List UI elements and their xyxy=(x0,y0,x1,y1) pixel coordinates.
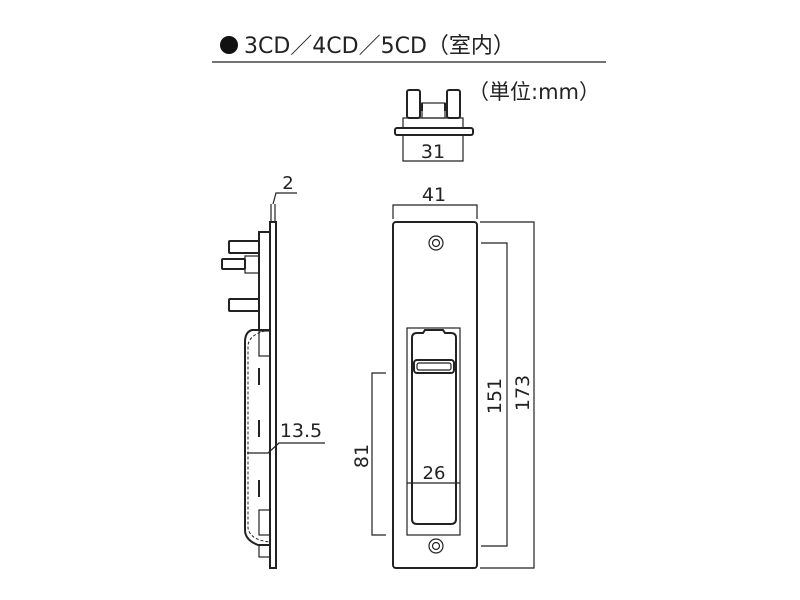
side-view: 2 13.5 xyxy=(221,173,325,569)
top-view: 31 xyxy=(394,89,474,163)
unit-note: （単位:mm） xyxy=(468,80,600,104)
title: 3CD／4CD／5CD（室内） xyxy=(244,34,515,59)
dim-41: 41 xyxy=(422,184,446,206)
dim-2: 2 xyxy=(282,173,293,194)
front-view: 26 41 173 151 81 xyxy=(351,184,535,569)
dim-13-5: 13.5 xyxy=(280,420,322,442)
dim-173: 173 xyxy=(512,375,534,411)
dim-81: 81 xyxy=(351,444,373,468)
bullet-icon xyxy=(220,36,238,54)
dim-151: 151 xyxy=(484,378,506,414)
dim-26: 26 xyxy=(423,463,446,484)
dim-31: 31 xyxy=(421,141,445,163)
